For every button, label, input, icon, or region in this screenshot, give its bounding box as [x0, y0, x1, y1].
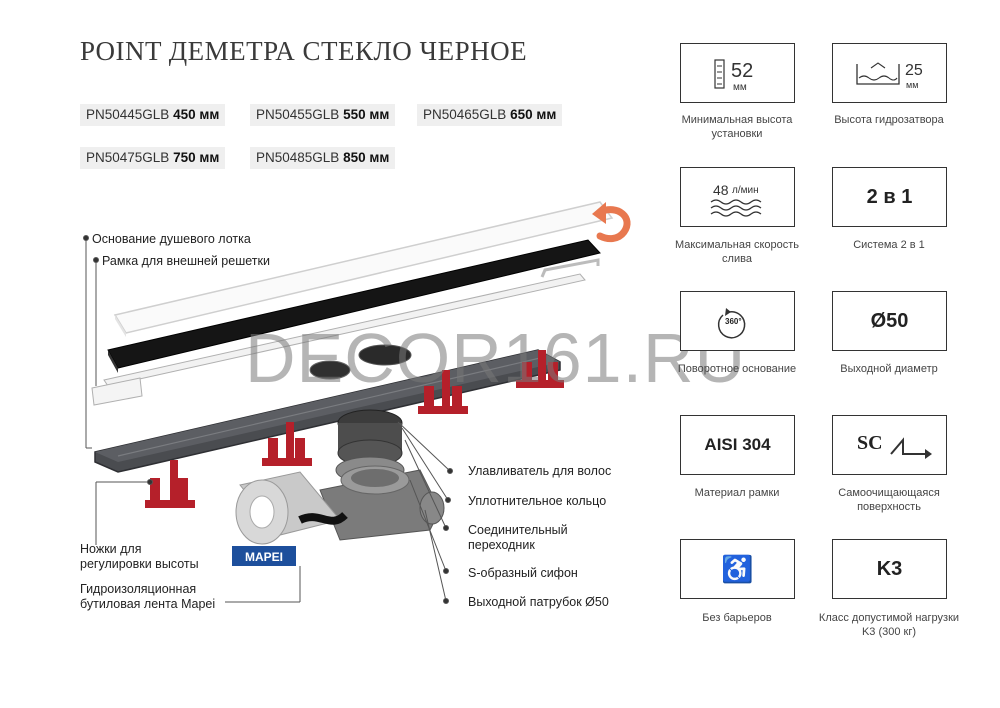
callout-tape: Гидроизоляционная бутиловая лента Mapei — [80, 582, 216, 611]
callout-hair-catcher: Улавливатель для волос — [468, 464, 612, 478]
rotate-360-icon — [717, 308, 746, 339]
feature-2in1: 2 в 1 — [832, 167, 947, 227]
feature-self-cleaning-label: Самоочищающаяся поверхность — [838, 487, 940, 513]
sku-tag: PN50475GLB 750 мм — [80, 147, 226, 169]
feature-outlet-diameter: Ø50 — [832, 291, 947, 351]
feature-rotating-base-label: Поворотное основание — [677, 363, 797, 375]
feature-outlet-diameter-label: Выходной диаметр — [840, 363, 938, 375]
callout-adapter: Соединительный переходник — [468, 523, 568, 552]
callout-siphon: S-образный сифон — [468, 566, 578, 580]
feature-rotating-base: 360° — [680, 291, 795, 351]
grate-frame — [103, 273, 586, 387]
callout-seal-ring: Уплотнительное кольцо — [468, 494, 607, 508]
feature-frame-material-label: Материал рамки — [694, 487, 780, 499]
adjustable-feet — [145, 350, 564, 508]
watermark: DECOR161.RU — [245, 319, 747, 397]
callout-grate-frame: Рамка для внешней решетки — [102, 254, 270, 268]
feature-load-class-label: Класс допустимой нагрузки K3 (300 кг) — [818, 612, 960, 638]
flow-waves-icon — [710, 199, 762, 217]
hair-catcher — [358, 344, 412, 366]
wheelchair-icon: ♿ — [721, 553, 754, 584]
svg-text:MAPEI: MAPEI — [245, 550, 283, 564]
flip-arrow-icon — [596, 206, 631, 243]
ruler-height-icon — [714, 59, 725, 89]
feature-min-height-label: Минимальная высота установки — [681, 114, 793, 140]
callout-outlet: Выходной патрубок Ø50 — [468, 595, 609, 609]
product-exploded-illustration: MAPEI — [83, 201, 631, 604]
sku-tag: PN50445GLB 450 мм — [80, 104, 226, 126]
feature-2in1-label: Система 2 в 1 — [853, 239, 925, 251]
feature-self-cleaning: SC — [832, 415, 947, 475]
mapei-logo — [232, 546, 296, 566]
feature-barrier-free: ♿ — [680, 539, 795, 599]
feature-min-height: 52 мм — [680, 43, 795, 103]
feature-load-class: K3 — [832, 539, 947, 599]
sku-tag: PN50465GLB 650 мм — [417, 104, 563, 126]
glass-cover — [113, 201, 614, 334]
self-cleaning-icon: SC — [857, 432, 883, 454]
feature-seal-height: 25 мм — [832, 43, 947, 103]
butyl-tape-roll — [235, 471, 348, 545]
feature-flow-rate-label: Максимальная скорость слива — [674, 239, 800, 265]
feature-flow-rate: 48 л/мин — [680, 167, 795, 227]
page-title: POINT ДЕМЕТРА СТЕКЛО ЧЕРНОЕ — [80, 36, 528, 66]
callout-tray-base: Основание душевого лотка — [92, 232, 251, 246]
feature-barrier-free-label: Без барьеров — [702, 612, 772, 624]
water-seal-icon — [856, 62, 900, 85]
feature-seal-height-label: Высота гидрозатвора — [834, 114, 944, 126]
callout-feet: Ножки для регулировки высоты — [80, 542, 199, 571]
feature-frame-material: AISI 304 — [680, 415, 795, 475]
sku-tag: PN50455GLB 550 мм — [250, 104, 396, 126]
sku-tag: PN50485GLB 850 мм — [250, 147, 396, 169]
